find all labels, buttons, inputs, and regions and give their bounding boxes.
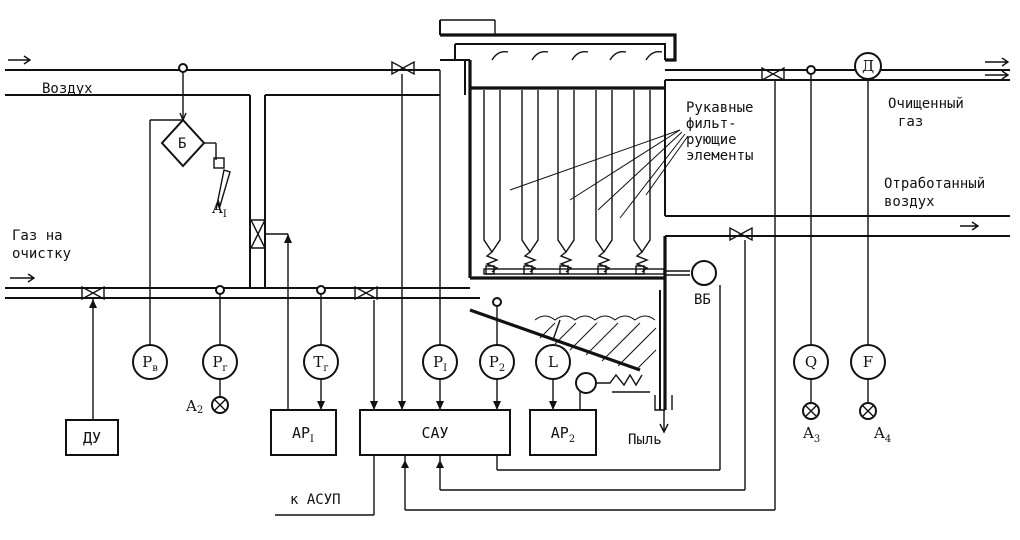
signal-lines: [92, 19, 869, 516]
q-label: Q: [805, 353, 817, 371]
pulse-arrows: [491, 50, 663, 61]
box-ar1: АРI: [270, 409, 337, 456]
svg-text:ДУ: ДУ: [83, 429, 101, 447]
bag-elements-label-4: элементы: [686, 148, 753, 164]
air-pipe: [5, 55, 440, 96]
instrument-q: Q: [793, 344, 829, 380]
cleaned-gas-pipe: [665, 57, 1010, 81]
box-du: ДУ: [65, 419, 119, 456]
svg-text:АР2: АР2: [551, 424, 575, 445]
p2-label: P2: [489, 353, 505, 374]
bag-filter-elements: [483, 90, 690, 276]
instrument-p1: PI: [422, 344, 458, 380]
alarm-lamps: [211, 396, 877, 420]
signal-arrows: [89, 234, 557, 468]
alarm-a3-label: A3: [802, 424, 820, 445]
bag-elements-label-2: фильт-: [686, 116, 737, 132]
shaker-vb: [691, 260, 717, 286]
valves: [81, 60, 785, 301]
drive-d: Д: [854, 52, 882, 80]
f-label: F: [863, 353, 873, 371]
instrument-pb: Pв: [132, 344, 168, 380]
block-b: Б: [149, 72, 231, 345]
shaker-label: ВБ: [694, 292, 711, 308]
svg-text:САУ: САУ: [421, 424, 448, 442]
svg-text:АРI: АРI: [292, 424, 314, 445]
instrument-pg: Pг: [202, 344, 238, 380]
instrument-tg: Tг: [303, 344, 339, 380]
gas-inlet-label-1: Газ на: [12, 228, 63, 244]
gas-inlet-pipe: [5, 273, 470, 299]
to-acs-label: к АСУП: [290, 492, 341, 508]
bypass-pipe: [249, 95, 266, 288]
p1-label: PI: [433, 353, 447, 374]
spent-air-label-1: Отработанный: [884, 176, 985, 192]
bag-elements-label-1: Рукавные: [686, 100, 753, 116]
instrument-f: F: [850, 344, 886, 380]
alarm-a1-label: AI: [211, 199, 227, 220]
cleaned-gas-label-1: Очищенный: [888, 96, 964, 112]
bag-elements-label-3: рующие: [686, 132, 737, 148]
box-sau: САУ: [359, 409, 511, 456]
pb-label: Pв: [142, 353, 158, 374]
tg-label: Tг: [313, 353, 328, 374]
alarm-a2-label: A2: [185, 397, 203, 416]
instrument-p2: P2: [479, 344, 515, 380]
block-b-label: Б: [178, 136, 186, 152]
cleaned-gas-label-2: газ: [898, 114, 923, 130]
box-ar2: АР2: [529, 409, 597, 456]
filter-housing: [439, 20, 677, 434]
dust-layer: [534, 315, 657, 371]
air-label: Воздух: [42, 81, 93, 97]
pg-label: Pг: [212, 353, 227, 374]
spent-air-pipe: [665, 215, 1010, 237]
gas-inlet-label-2: очистку: [12, 246, 71, 262]
alarm-a4-label: A4: [873, 424, 891, 445]
l-label: L: [548, 353, 558, 371]
drive-d-label: Д: [862, 57, 874, 75]
dust-label: Пыль: [628, 432, 662, 448]
instrument-l: L: [535, 344, 571, 380]
spent-air-label-2: воздух: [884, 194, 935, 210]
